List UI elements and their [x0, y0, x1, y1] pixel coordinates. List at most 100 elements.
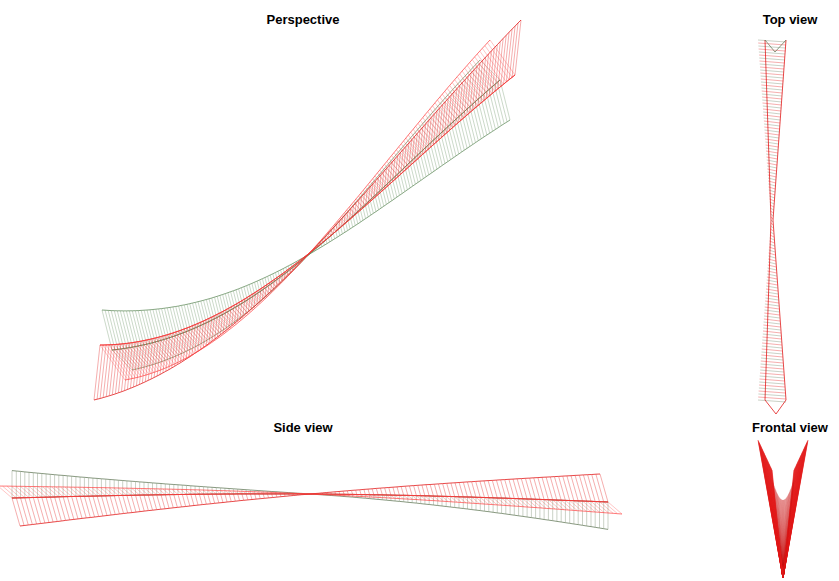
hatch-line [455, 483, 459, 497]
fan-line [783, 464, 797, 578]
hatch-line [567, 476, 574, 501]
hatch-line [108, 310, 118, 349]
hatch-line [71, 476, 72, 496]
hatch-line [346, 223, 348, 231]
fan-line [764, 454, 783, 579]
hatch-line [141, 341, 161, 370]
fan-line [783, 451, 803, 578]
hatch-line [762, 100, 781, 102]
hatch-line [358, 211, 361, 222]
fan-line [771, 467, 783, 578]
hatch-line [762, 352, 783, 354]
fan-line [761, 446, 783, 578]
hatch-line [233, 494, 235, 501]
hatch-line [199, 490, 204, 494]
hatch-line [764, 127, 779, 129]
hatch-line [242, 494, 244, 500]
hatch-line [763, 103, 782, 105]
fan-line [783, 442, 807, 579]
fan-line [783, 453, 802, 578]
hatch-line [767, 280, 778, 282]
hatch-line [212, 317, 224, 334]
hatch-line [764, 118, 781, 120]
hatch-line [762, 349, 783, 351]
hatch-line [80, 477, 81, 496]
hatch-line [519, 499, 529, 507]
hatch-line [78, 487, 88, 496]
fan-line [783, 467, 795, 578]
hatch-line [42, 497, 49, 522]
hatch-line [575, 475, 582, 501]
hatch-line [763, 337, 782, 339]
hatch-line [759, 382, 784, 384]
hatch-line [238, 494, 240, 501]
fan-line [762, 449, 783, 578]
fan-line [783, 440, 808, 578]
hatch-line [447, 483, 451, 496]
hatch-line [489, 498, 497, 505]
hatch-line [762, 346, 782, 348]
fan-line [783, 442, 807, 578]
hatch-line [96, 488, 106, 496]
hatch-line [245, 299, 253, 310]
hatch-line [766, 295, 779, 297]
ribbon-edge [102, 120, 510, 311]
hatch-line [242, 301, 250, 313]
hatch-line [141, 489, 149, 496]
hatch-line [765, 298, 778, 300]
hatch-line [176, 307, 183, 334]
fan-line [783, 445, 806, 579]
hatch-line [21, 498, 29, 525]
hatch-line [136, 342, 157, 371]
hatch-line [190, 304, 196, 328]
hatch-line [763, 334, 781, 336]
hatch-line [164, 308, 171, 337]
hatch-line [136, 488, 144, 495]
hatch-line [162, 309, 169, 338]
fan-line [766, 458, 783, 578]
hatch-line [438, 484, 442, 496]
hatch-line [759, 388, 785, 390]
hatch-line [130, 343, 152, 373]
hatch-line [480, 51, 504, 84]
hatch-line [234, 305, 243, 318]
hatch-line [768, 172, 777, 174]
hatch-line [505, 480, 510, 499]
hatch-line [59, 497, 66, 521]
hatch-line [604, 502, 618, 514]
hatch-line [467, 482, 471, 497]
hatch-line [283, 274, 286, 279]
hatch-line [221, 494, 223, 502]
hatch-line [272, 494, 273, 498]
hatch-line [380, 488, 382, 495]
fan-line [764, 453, 783, 578]
fan-line [783, 444, 806, 578]
hatch-line [482, 48, 506, 82]
hatch-line [361, 193, 368, 203]
hatch-line [370, 182, 379, 194]
hatch-line [343, 225, 345, 232]
hatch-line [195, 302, 201, 325]
fan-line [783, 460, 799, 579]
hatch-line [178, 331, 194, 353]
hatch-line [199, 494, 202, 504]
hatch-line [170, 334, 187, 358]
hatch-line [97, 345, 103, 399]
hatch-line [106, 345, 130, 379]
hatch-line [496, 480, 501, 498]
hatch-line [762, 343, 782, 345]
hatch-line [263, 494, 264, 498]
hatch-line [767, 163, 777, 165]
hatch-line [347, 210, 352, 218]
hatch-line [463, 482, 467, 497]
hatch-line [127, 343, 149, 374]
hatch-line [231, 307, 241, 321]
fan-line [783, 448, 804, 578]
hatch-line [510, 498, 511, 514]
hatch-line [285, 272, 288, 276]
hatch-line [136, 341, 141, 386]
hatch-line [371, 184, 373, 201]
hatch-line [136, 495, 141, 511]
hatch-line [763, 109, 781, 111]
